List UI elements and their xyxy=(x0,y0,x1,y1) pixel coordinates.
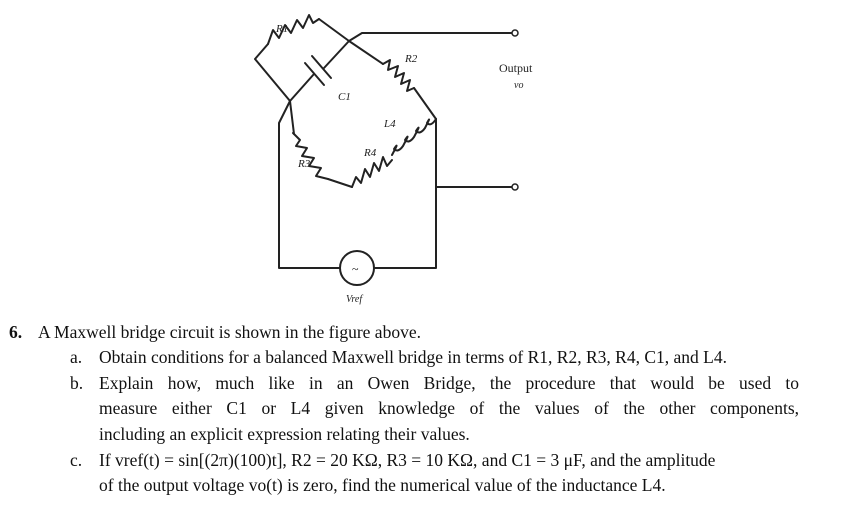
wire-c1-node xyxy=(289,73,315,102)
part-b-line-1: Explain how, much like in an Owen Bridge… xyxy=(99,373,799,393)
wire-top-c1 xyxy=(323,40,350,69)
resistor-r3 xyxy=(292,132,329,180)
part-a-letter: a. xyxy=(70,347,83,367)
ac-source xyxy=(339,250,375,286)
label-r4: R4 xyxy=(363,147,377,159)
wire-r2-right xyxy=(413,87,437,120)
part-b-line-3: including an explicit expression relatin… xyxy=(99,424,470,444)
wire-left-r3 xyxy=(278,100,291,146)
resistor-r1 xyxy=(267,14,320,45)
wire-output-bottom xyxy=(435,118,513,188)
capacitor-c1-plate-a xyxy=(311,55,332,79)
part-c-line-1: If vref(t) = sin[(2π)(100)t], R2 = 20 KΩ… xyxy=(99,450,716,470)
problem-stem: A Maxwell bridge circuit is shown in the… xyxy=(38,322,421,342)
label-vo: vo xyxy=(514,80,523,91)
inductor-l4 xyxy=(391,118,437,156)
label-c1: C1 xyxy=(338,91,351,103)
label-output: Output xyxy=(499,61,533,75)
maxwell-bridge-diagram: ~ R1 C1 R2 L4 R4 R3 Output vo Vref xyxy=(254,14,533,305)
part-c-letter: c. xyxy=(70,450,83,470)
part-b-letter: b. xyxy=(70,373,84,393)
wire-left-to-r3 xyxy=(289,100,295,135)
label-l4: L4 xyxy=(383,118,396,130)
wire-top-r2 xyxy=(348,40,384,65)
label-r3: R3 xyxy=(297,158,311,170)
wire-source-left xyxy=(278,144,341,269)
ac-source-tilde: ~ xyxy=(352,262,359,276)
wire-top-r1 xyxy=(318,18,350,42)
problem-number: 6. xyxy=(9,322,23,342)
part-c-line-2: of the output voltage vo(t) is zero, fin… xyxy=(99,475,666,495)
label-r1: R1 xyxy=(275,23,288,35)
output-terminal-top xyxy=(511,29,519,37)
resistor-r2 xyxy=(382,59,415,92)
wire-r1-left xyxy=(254,43,291,102)
wire-output-top xyxy=(348,32,513,42)
part-a-line-1: Obtain conditions for a balanced Maxwell… xyxy=(99,347,727,367)
label-r2: R2 xyxy=(404,53,418,65)
resistor-r4 xyxy=(351,156,393,188)
wire-source-right xyxy=(373,186,437,269)
output-terminal-bottom xyxy=(511,183,519,191)
label-vref: Vref xyxy=(346,294,363,305)
wire-r3-bottom xyxy=(327,178,353,188)
part-b-line-2: measure either C1 or L4 given knowledge … xyxy=(99,398,799,418)
